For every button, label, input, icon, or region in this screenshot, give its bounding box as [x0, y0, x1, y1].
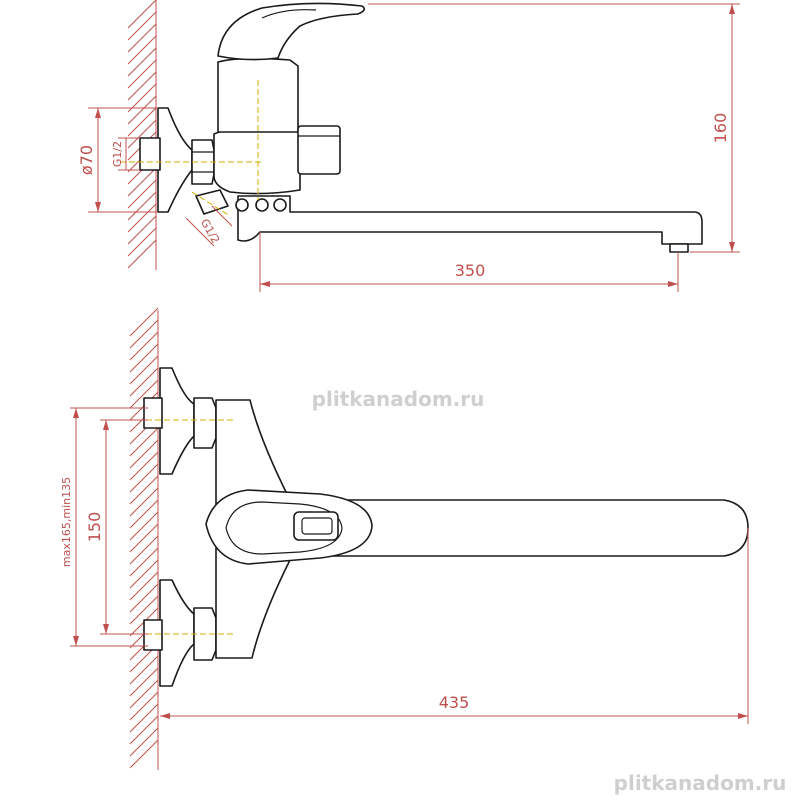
hatch-line	[129, 691, 159, 721]
top-wall-pipe	[139, 137, 161, 171]
watermark-middle: plitkanadom.ru	[312, 387, 485, 411]
hatch-line	[129, 331, 159, 361]
hatch-line	[129, 427, 159, 457]
hatch-line	[127, 107, 157, 137]
top-ring-2	[255, 198, 269, 212]
hatch-line	[129, 451, 159, 481]
top-height-label: 160	[711, 113, 730, 144]
hatch-line	[127, 59, 157, 89]
hatch-line	[129, 703, 159, 733]
top-diameter-label: ø70	[77, 145, 96, 175]
hatch-line	[127, 47, 157, 77]
hatch-line	[129, 499, 159, 529]
hatch-line	[127, 203, 157, 233]
hatch-line	[129, 463, 159, 493]
top-ring-3	[273, 198, 287, 212]
hatch-line	[129, 559, 159, 589]
top-thread-wall-label: G1/2	[111, 141, 124, 167]
bottom-center-distance-label: 150	[85, 512, 104, 543]
hatch-line	[129, 511, 159, 541]
top-side-view: ø70 G1/2 G1/2 160 350	[77, 0, 740, 292]
hatch-line	[129, 523, 159, 553]
hatch-line	[129, 547, 159, 577]
bottom-total-length-label: 435	[439, 693, 470, 712]
hatch-line	[129, 727, 159, 757]
hatch-line	[129, 379, 159, 409]
top-spout	[237, 195, 703, 245]
top-aerator	[669, 243, 689, 253]
hatch-line	[127, 71, 157, 101]
bottom-lever-slot	[293, 511, 339, 541]
hatch-line	[129, 667, 159, 697]
hatch-line	[129, 655, 159, 685]
bottom-flange-upper	[159, 367, 195, 475]
hatch-line	[129, 679, 159, 709]
hatch-line	[129, 535, 159, 565]
bottom-pipe-lower	[143, 619, 163, 651]
hatch-line	[127, 11, 157, 41]
top-spout-length-label: 350	[455, 261, 486, 280]
bottom-lever	[205, 489, 373, 565]
bottom-nut-upper	[193, 397, 217, 449]
top-body	[213, 126, 301, 195]
hatch-line	[127, 179, 157, 209]
hatch-line	[127, 215, 157, 245]
hatch-line	[129, 355, 159, 385]
bottom-flange-lower	[159, 579, 195, 687]
bottom-front-view: 150 max165,min135 435	[60, 307, 749, 770]
hatch-line	[127, 95, 157, 125]
hatch-line	[129, 367, 159, 397]
hatch-line	[129, 571, 159, 601]
bottom-wall-hatch	[129, 307, 159, 769]
hatch-line	[127, 23, 157, 53]
hatch-line	[127, 239, 157, 269]
hatch-line	[127, 191, 157, 221]
hatch-line	[129, 307, 159, 337]
hatch-line	[129, 739, 159, 769]
top-ring-1	[235, 198, 249, 212]
hatch-line	[129, 595, 159, 625]
hatch-line	[129, 343, 159, 373]
top-lever	[217, 2, 366, 61]
hatch-line	[127, 0, 157, 29]
hatch-line	[129, 487, 159, 517]
hatch-line	[129, 715, 159, 745]
bottom-range-label: max165,min135	[60, 477, 73, 567]
watermark-bottom: plitkanadom.ru	[614, 771, 787, 795]
hatch-line	[129, 475, 159, 505]
top-diverter-knob	[297, 125, 341, 175]
bottom-pipe-upper	[143, 397, 163, 429]
hatch-line	[127, 119, 157, 149]
hatch-line	[127, 83, 157, 113]
hatch-line	[129, 319, 159, 349]
hatch-line	[127, 227, 157, 257]
hatch-line	[127, 167, 157, 197]
hatch-line	[129, 583, 159, 613]
top-thread-hose-label: G1/2	[198, 217, 222, 246]
top-wall-hatch	[127, 0, 157, 269]
top-wall-flange	[157, 107, 193, 213]
hatch-line	[127, 35, 157, 65]
hatch-line	[129, 439, 159, 469]
top-hose-connector	[195, 189, 229, 215]
